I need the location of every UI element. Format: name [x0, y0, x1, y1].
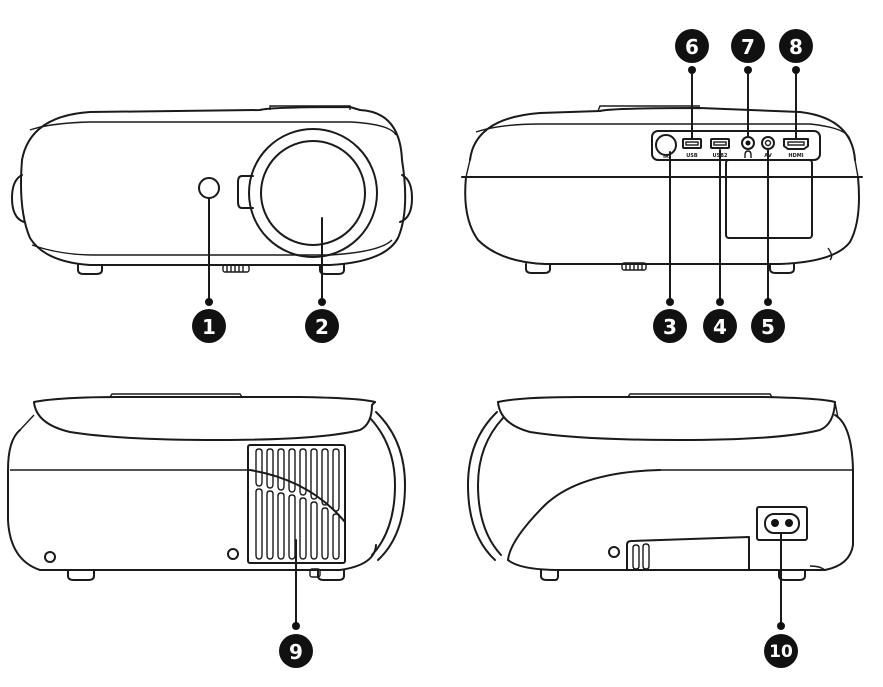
usb2-port [710, 138, 730, 149]
svg-text:3: 3 [663, 315, 677, 339]
av-jack [761, 136, 775, 150]
callout-4: 4 [703, 309, 737, 343]
headphone-icon [744, 150, 752, 158]
callout-6: 6 [675, 29, 709, 63]
front-ir-sensor [198, 177, 220, 199]
svg-text:7: 7 [741, 35, 755, 59]
callout-1: 1 [192, 309, 226, 343]
callout-5: 5 [751, 309, 785, 343]
lens-ring [248, 128, 378, 258]
rear-ir-receiver [655, 134, 677, 156]
svg-text:5: 5 [761, 315, 775, 339]
callout-7: 7 [731, 29, 765, 63]
hdmi-label: HDMI [788, 153, 803, 159]
svg-text:9: 9 [289, 640, 303, 664]
lens [260, 140, 366, 246]
back-view: IR USB USB2 AV HDMI [461, 66, 863, 306]
front-view [11, 105, 413, 306]
right-side-view [467, 393, 854, 630]
hdmi-port [783, 138, 809, 150]
svg-text:6: 6 [685, 35, 699, 59]
callout-9: 9 [279, 634, 313, 668]
svg-text:8: 8 [789, 35, 803, 59]
vent-slots [255, 448, 340, 560]
power-socket [764, 513, 800, 534]
rear-vent [626, 536, 750, 571]
callout-2: 2 [305, 309, 339, 343]
svg-text:1: 1 [202, 315, 216, 339]
callout-8: 8 [779, 29, 813, 63]
callout-10: 10 [764, 634, 798, 668]
svg-text:10: 10 [769, 642, 793, 662]
svg-text:4: 4 [713, 315, 727, 339]
callout-3: 3 [653, 309, 687, 343]
ir-label: IR [663, 154, 669, 160]
usb-label: USB [686, 153, 698, 159]
svg-text:2: 2 [315, 315, 329, 339]
left-side-view [7, 393, 406, 630]
